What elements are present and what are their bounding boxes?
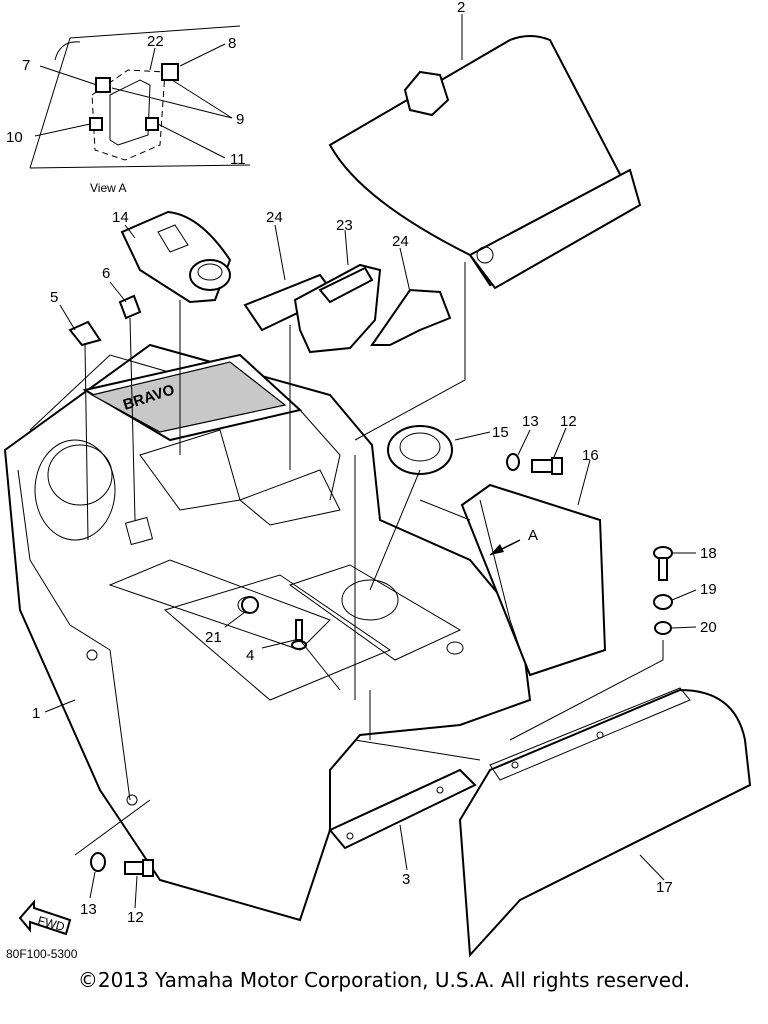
console-body-part-1: BRAVO	[3, 343, 532, 922]
callout-24-right: 24	[392, 233, 409, 250]
callout-1: 1	[32, 705, 40, 722]
brackets-parts-23-24	[243, 263, 452, 354]
screw-part-12-upper	[531, 457, 563, 475]
view-a-inset	[29, 25, 251, 169]
view-a-label: View A	[90, 181, 126, 195]
callout-13-lower: 13	[80, 901, 97, 918]
callout-9: 9	[236, 111, 244, 128]
callout-15: 15	[492, 424, 509, 441]
washer-part-13-upper	[506, 453, 520, 471]
callout-5: 5	[50, 289, 58, 306]
callout-19: 19	[700, 581, 717, 598]
washer-part-13-lower	[90, 852, 106, 872]
callout-12-upper: 12	[560, 413, 577, 430]
callout-22: 22	[147, 33, 164, 50]
side-panel-part-16	[460, 483, 607, 677]
svg-text:FWD: FWD	[36, 913, 66, 934]
bolt-part-18	[653, 546, 673, 581]
callout-12-lower: 12	[127, 909, 144, 926]
callout-14: 14	[112, 209, 129, 226]
callout-17: 17	[656, 879, 673, 896]
clip-part-5	[68, 320, 102, 347]
plug-part-21	[241, 596, 259, 614]
callout-16: 16	[582, 447, 599, 464]
lid-part-2	[328, 35, 642, 290]
nut-part-19	[653, 594, 673, 610]
callout-2: 2	[457, 0, 465, 16]
callout-13-upper: 13	[522, 413, 539, 430]
callout-3: 3	[402, 871, 410, 888]
grommet-part-15	[387, 425, 453, 475]
copyright-notice: ©2013 Yamaha Motor Corporation, U.S.A. A…	[77, 968, 691, 992]
callout-8: 8	[228, 35, 236, 52]
callout-24-left: 24	[266, 209, 283, 226]
holder-part-14	[120, 210, 232, 304]
callout-10: 10	[6, 129, 23, 146]
callout-23: 23	[336, 217, 353, 234]
callout-20: 20	[700, 619, 717, 636]
fwd-arrow-icon: FWD	[18, 899, 72, 936]
callout-11: 11	[230, 151, 246, 168]
clip-part-6	[118, 294, 142, 320]
leader-lines	[34, 14, 697, 909]
callout-7: 7	[22, 57, 30, 74]
assembly-lines	[74, 262, 664, 856]
callout-4: 4	[246, 647, 254, 664]
plate-part-3	[328, 768, 477, 850]
view-arrow-a	[489, 539, 521, 556]
callout-6: 6	[102, 265, 110, 282]
callout-21: 21	[205, 629, 222, 646]
nut-part-20	[654, 621, 672, 635]
brand-panel: BRAVO	[90, 361, 287, 433]
screw-part-12-lower	[124, 859, 154, 877]
view-arrow-a-label: A	[528, 527, 538, 544]
callout-18: 18	[700, 545, 717, 562]
rear-panel-part-17	[458, 687, 752, 958]
figure-code: 80F100-5300	[6, 947, 78, 961]
